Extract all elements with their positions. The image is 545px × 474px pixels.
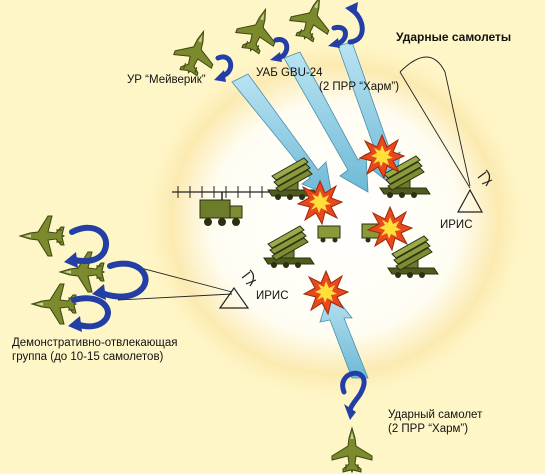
harm-group-label: (2 ПРР “Харм”): [319, 81, 400, 93]
strike-aircraft-label: Ударные самолеты: [396, 30, 512, 44]
iris-radar-left-icon: [218, 269, 257, 309]
single-strike-label-line2: (2 ПРР “Харм”): [388, 423, 469, 435]
iris-left-label: ИРИС: [256, 290, 289, 302]
radar-antenna-truck: [172, 186, 270, 226]
single-aircraft-arrowhead: [344, 404, 356, 420]
diversion-arrowheads: [64, 252, 106, 332]
diversion-loops: [69, 224, 149, 330]
gbu24-label: УАБ GBU-24: [256, 67, 323, 79]
single-aircraft-loop: [340, 370, 367, 413]
diversion-group-label-line1: Демонстративно-отвлекающая: [12, 337, 178, 349]
maverick-label: УР “Мейверик”: [127, 74, 206, 86]
iris-right-label: ИРИС: [440, 219, 473, 231]
target-area-glow: [135, 32, 535, 408]
diversion-group-label-line2: группа (до 10-15 самолетов): [12, 351, 164, 363]
single-strike-label-line1: Ударный самолет: [388, 409, 483, 421]
maneuver-arrowheads-top: [214, 2, 358, 82]
iris-radar-right-icon: [456, 169, 493, 213]
